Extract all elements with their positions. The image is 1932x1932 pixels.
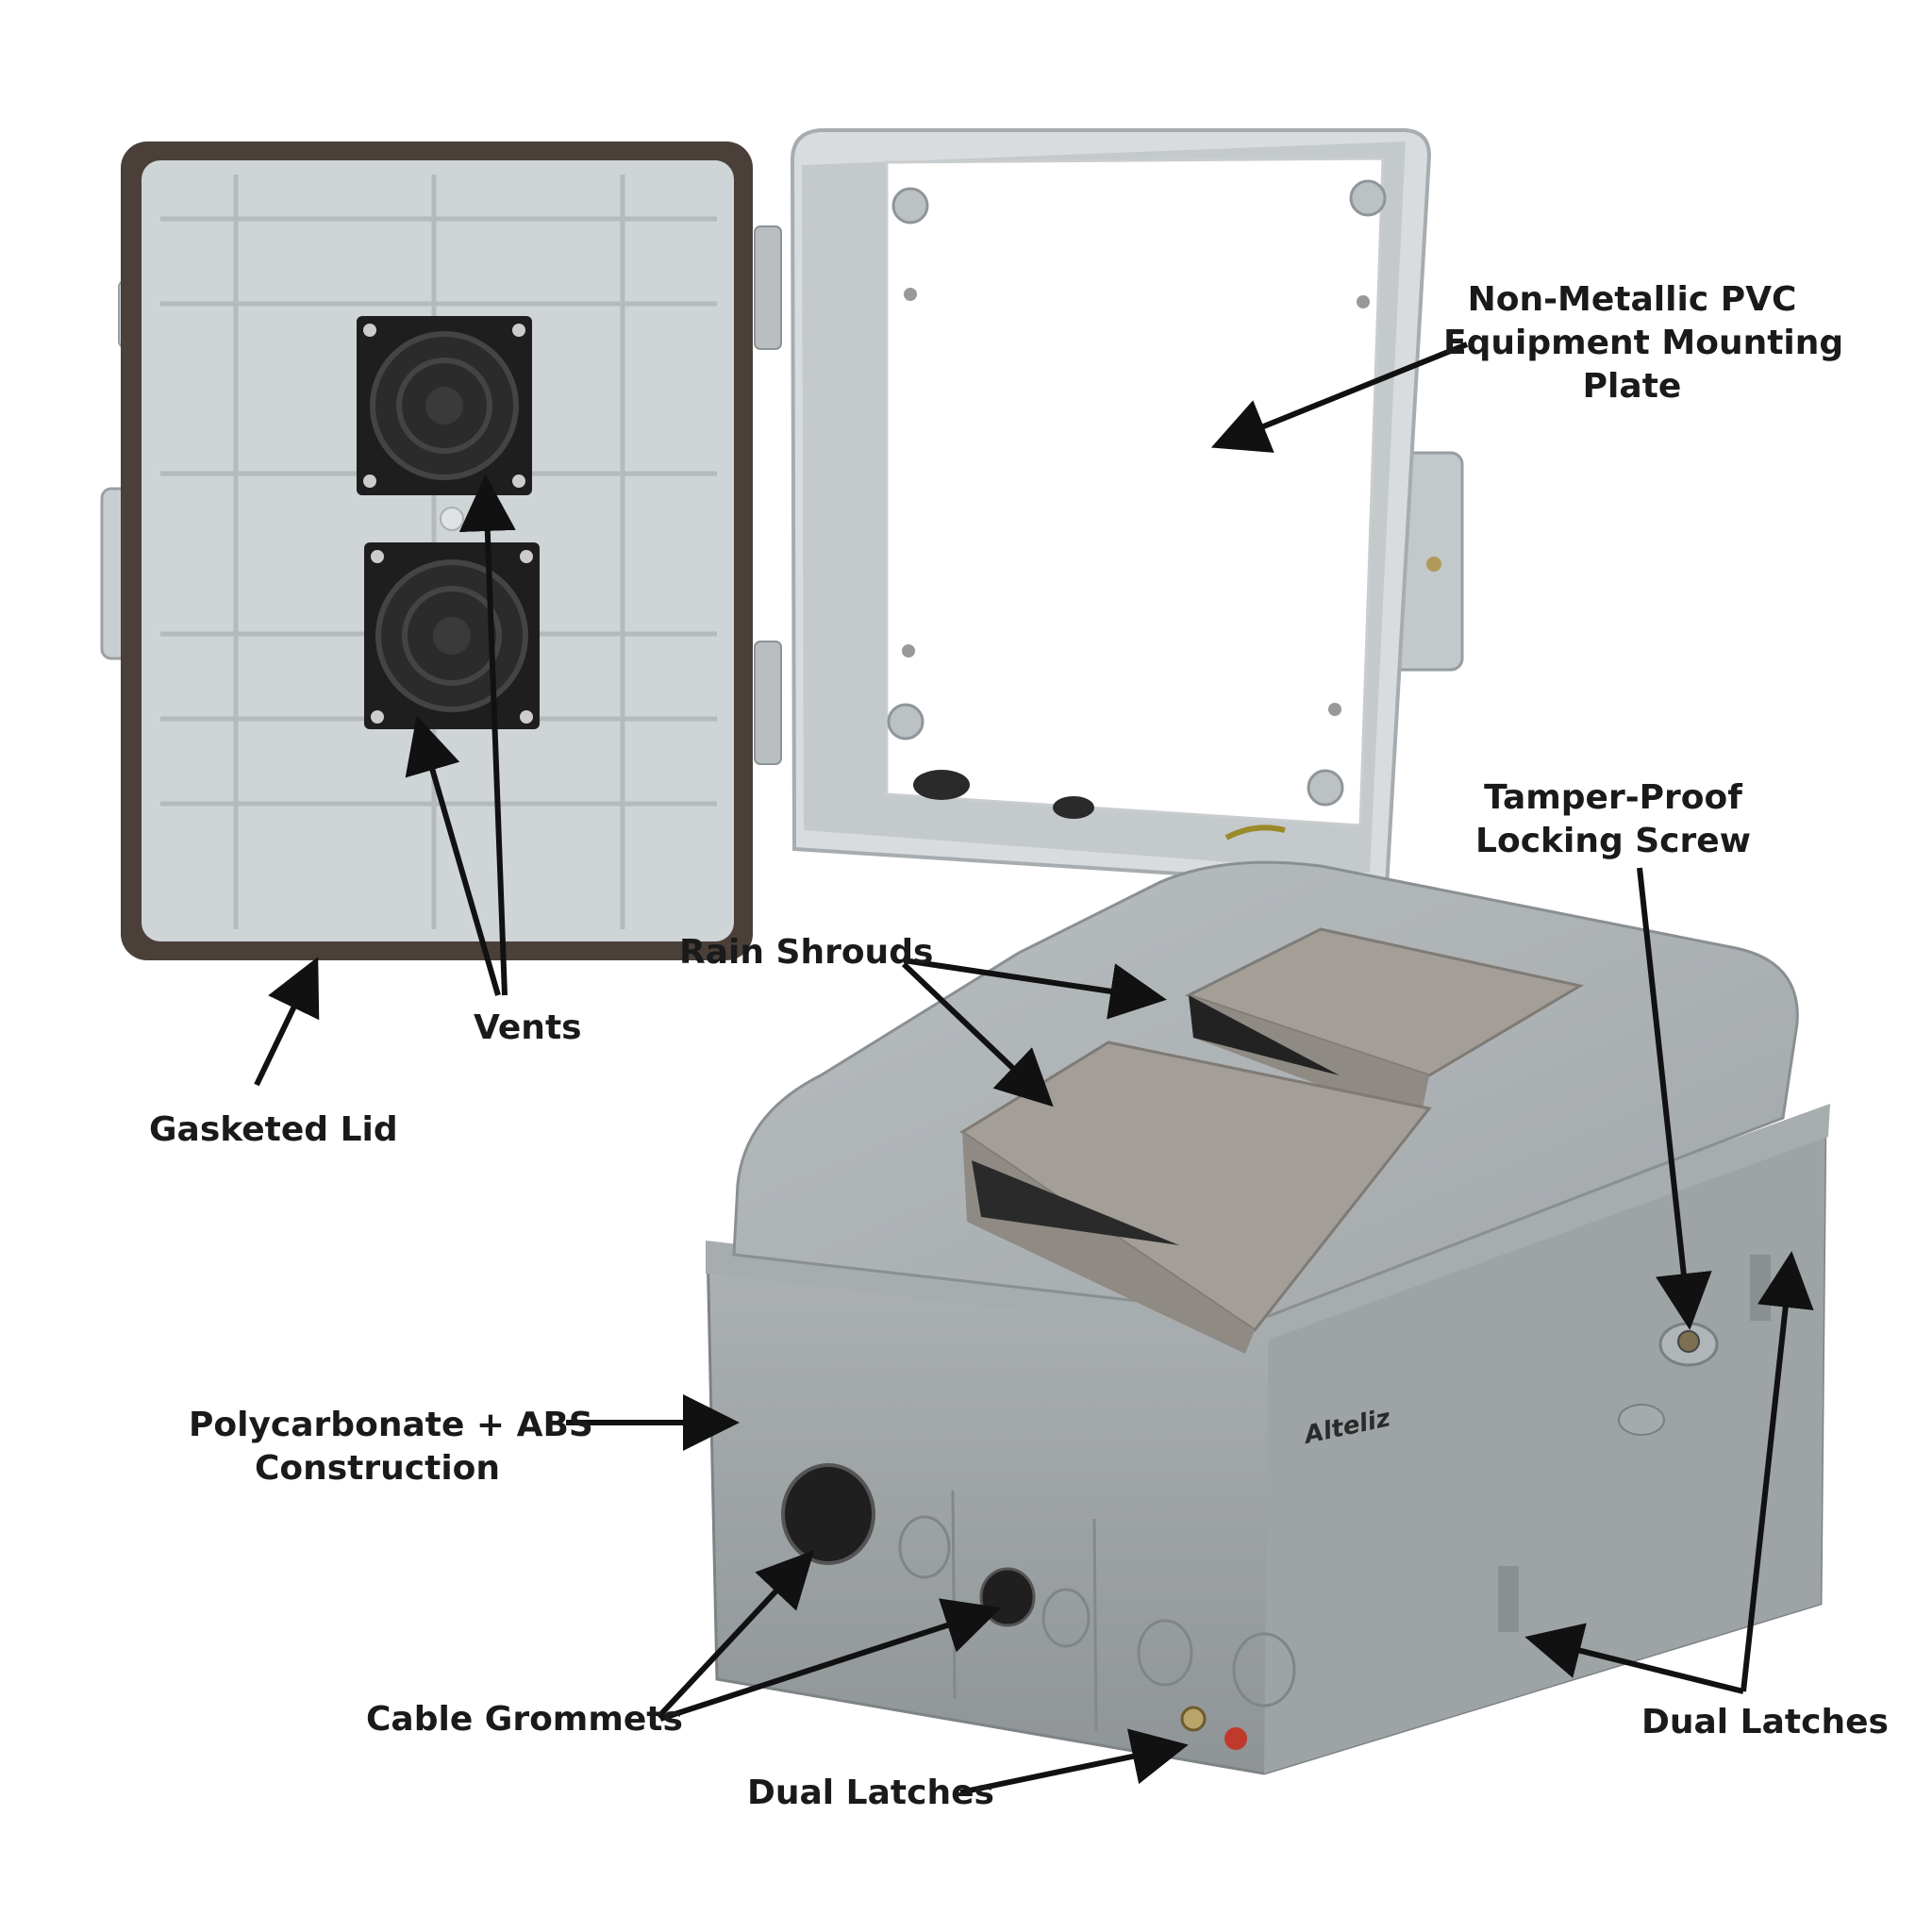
- label-mounting-plate-line2: Equipment Mounting: [1443, 324, 1844, 362]
- label-dual-latches-right: Dual Latches: [1641, 1703, 1889, 1741]
- callout-arrows: [254, 341, 1814, 1795]
- label-construction-line1: Polycarbonate + ABS: [189, 1406, 593, 1444]
- label-cable-grommets: Cable Grommets: [366, 1700, 683, 1739]
- rain-shroud-front: [959, 1041, 1432, 1354]
- label-tamper-screw-line1: Tamper-Proof: [1484, 778, 1742, 817]
- vent-upper: [357, 316, 532, 495]
- label-construction-line2: Construction: [254, 1449, 501, 1488]
- label-vents: Vents: [474, 1008, 582, 1047]
- label-construction: Polycarbonate + ABS Construction: [189, 1404, 593, 1491]
- label-rain-shrouds: Rain Shrouds: [679, 933, 934, 972]
- enclosure-base-open: [790, 128, 1464, 890]
- vent-lower: [364, 542, 540, 729]
- label-tamper-screw-line2: Locking Screw: [1475, 822, 1751, 860]
- label-dual-latches-bottom: Dual Latches: [747, 1774, 994, 1812]
- label-mounting-plate-line1: Non-Metallic PVC: [1467, 280, 1797, 319]
- label-tamper-screw: Tamper-Proof Locking Screw: [1472, 776, 1755, 863]
- label-mounting-plate: Non-Metallic PVC Equipment Mounting Plat…: [1443, 278, 1844, 408]
- rain-shroud-rear: [1185, 927, 1585, 1123]
- label-mounting-plate-line3: Plate: [1582, 367, 1682, 406]
- label-gasketed-lid: Gasketed Lid: [149, 1110, 398, 1149]
